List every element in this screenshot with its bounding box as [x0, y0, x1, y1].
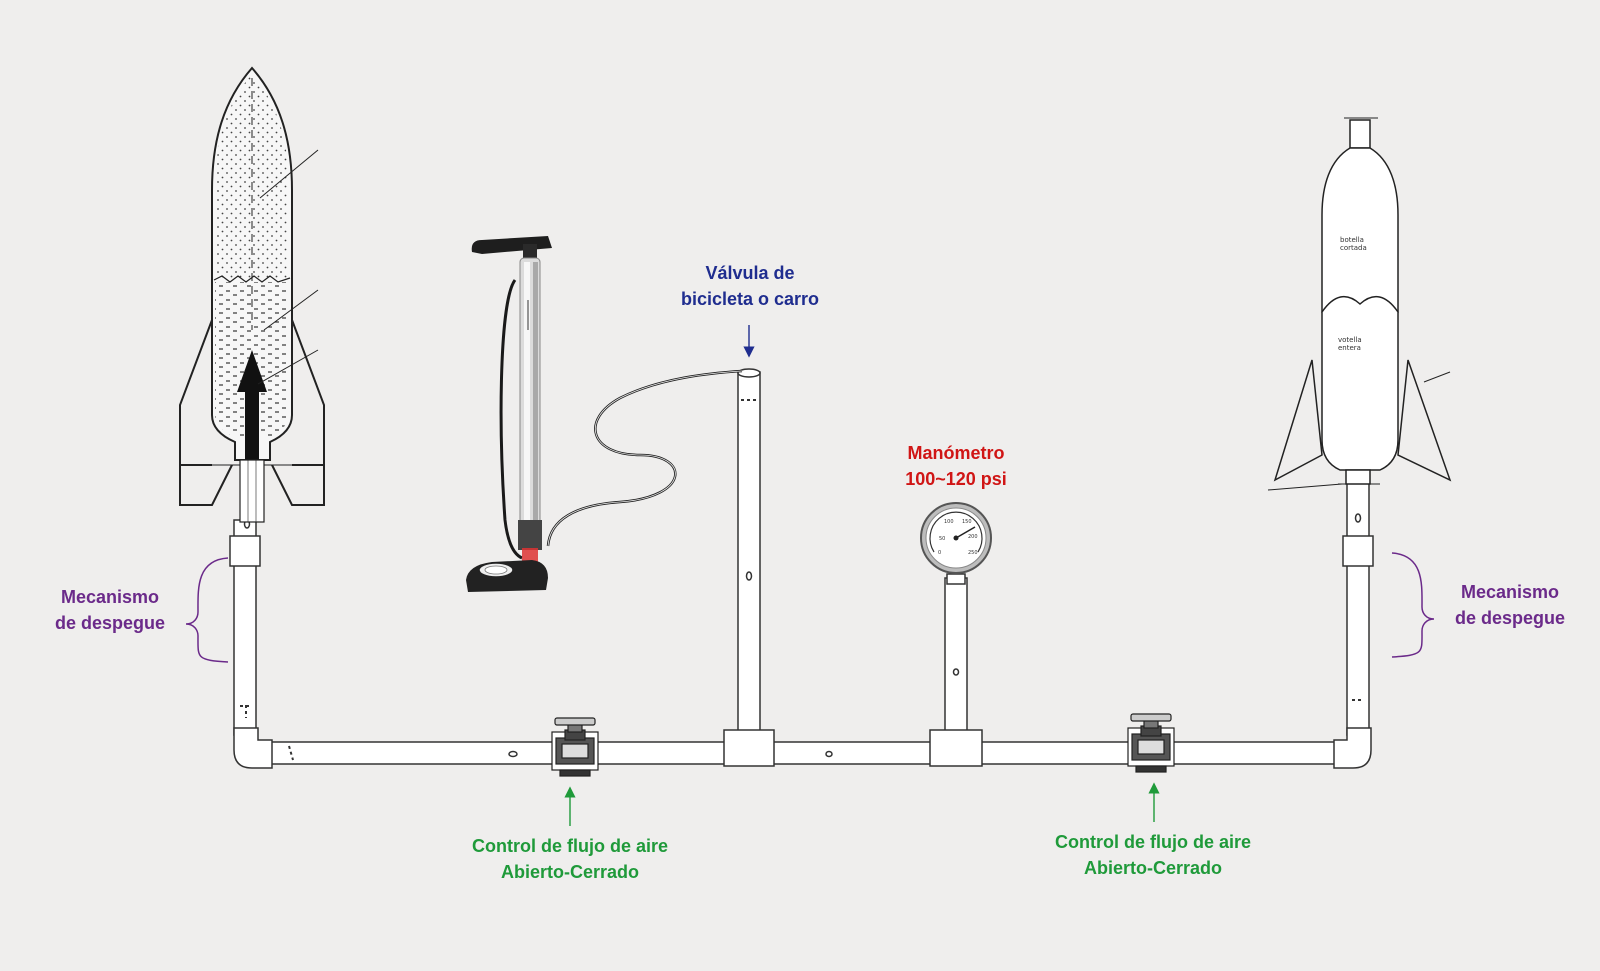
ball-valve-left[interactable] [551, 717, 599, 777]
floor-pump [466, 236, 743, 592]
gauge-riser-pipe [944, 577, 968, 741]
left-rocket [179, 66, 325, 523]
right-elbow [1333, 727, 1372, 769]
cut-bottle-label-line2: cortada [1340, 244, 1367, 252]
whole-bottle-label-line1: votella [1338, 336, 1362, 344]
gauge-tee-fitting [929, 729, 983, 767]
valve-tee-fitting [723, 729, 775, 767]
left-launch-coupling [229, 535, 261, 567]
flow-right-label: Control de flujo de aire Abierto-Cerrado [1038, 829, 1268, 881]
left-elbow [233, 727, 273, 769]
whole-bottle-label: votella entera [1338, 336, 1362, 352]
cut-bottle-label-line1: botella [1340, 236, 1364, 244]
valve-label-line1: Válvula de [705, 263, 795, 283]
pressure-gauge: 50 100 150 200 250 0 [920, 502, 992, 574]
left-launch-brace [185, 557, 229, 663]
gauge-label-line1: Manómetro [907, 443, 1005, 463]
flow-right-label-line1: Control de flujo de aire [1054, 832, 1251, 852]
cut-bottle-label: botella cortada [1340, 236, 1367, 252]
flow-left-label: Control de flujo de aire Abierto-Cerrado [455, 833, 685, 885]
gauge-scale-0: 0 [938, 550, 941, 556]
gauge-scale-200: 200 [968, 534, 978, 540]
valve-label: Válvula de bicicleta o carro [655, 260, 845, 312]
right-launch-brace [1391, 552, 1435, 658]
gauge-label-line2: 100~120 psi [905, 469, 1007, 489]
main-horizontal-pipe [254, 741, 1356, 765]
flow-right-label-line2: Abierto-Cerrado [1083, 858, 1222, 878]
flow-left-label-line1: Control de flujo de aire [471, 836, 668, 856]
gauge-stem [946, 573, 966, 585]
valve-label-line2: bicicleta o carro [680, 289, 820, 309]
launch-left-label: Mecanismo de despegue [40, 584, 180, 636]
gauge-scale-50: 50 [939, 536, 945, 542]
right-launch-coupling [1342, 535, 1374, 567]
gauge-label: Manómetro 100~120 psi [880, 440, 1032, 492]
valve-riser-pipe [737, 371, 761, 741]
pipe-system [229, 368, 1374, 769]
launch-right-label-line2: de despegue [1454, 608, 1566, 628]
launch-left-label-line1: Mecanismo [60, 587, 160, 607]
flow-left-label-line2: Abierto-Cerrado [500, 862, 639, 882]
launch-left-label-line2: de despegue [54, 613, 166, 633]
pump-hose [546, 369, 743, 547]
launch-right-label: Mecanismo de despegue [1440, 579, 1580, 631]
right-rocket [1267, 117, 1452, 491]
ball-valve-right[interactable] [1127, 713, 1175, 773]
gauge-scale-150: 150 [962, 519, 972, 525]
gauge-scale-100: 100 [944, 519, 954, 525]
gauge-scale-250: 250 [968, 550, 978, 556]
launch-right-label-line1: Mecanismo [1460, 582, 1560, 602]
valve-riser-top [737, 368, 761, 378]
whole-bottle-label-line2: entera [1338, 344, 1361, 352]
